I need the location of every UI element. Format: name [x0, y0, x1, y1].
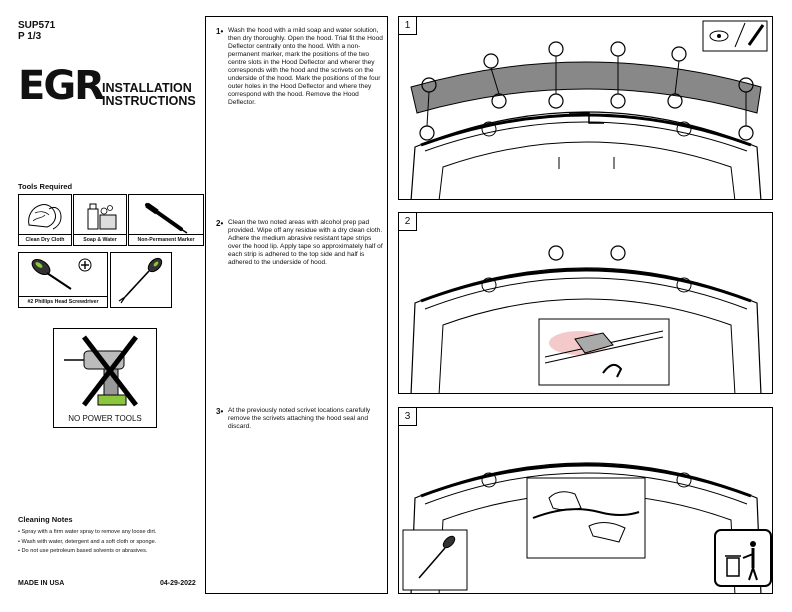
- marker-icon: [747, 24, 765, 46]
- title-line-2: INSTRUCTIONS: [102, 94, 196, 108]
- part-number: SUP571: [18, 20, 56, 31]
- no-power-tools-label: NO POWER TOOLS: [68, 414, 142, 423]
- tool-scrivet-remover: [110, 252, 172, 308]
- tool-soap-water: Soap & Water: [73, 194, 127, 246]
- diagram-panel-2: 2: [398, 212, 773, 394]
- cleaning-notes-title: Cleaning Notes: [18, 515, 73, 524]
- step-text: Wash the hood with a mild soap and water…: [228, 27, 383, 106]
- step-number: 3•: [216, 407, 224, 416]
- power-drill-icon: [64, 335, 138, 407]
- step-text: Clean the two noted areas with alcohol p…: [228, 219, 383, 266]
- made-in-label: MADE IN USA: [18, 580, 65, 587]
- panel-number: 2: [399, 213, 417, 231]
- tool-marker: Non-Permanent Marker: [128, 194, 204, 246]
- brand-logo: EGR INSTALLATION INSTRUCTIONS: [18, 63, 208, 109]
- scrivet-removal-tool-icon: [118, 257, 163, 304]
- marker-icon: [145, 202, 188, 234]
- no-power-tools-notice: NO POWER TOOLS: [53, 328, 157, 428]
- tape-application-diagram: [410, 245, 762, 393]
- cloth-icon: [28, 204, 62, 230]
- soap-water-icon: [87, 203, 117, 230]
- hood-deflector-diagram: [410, 20, 768, 199]
- step-number: 2•: [216, 219, 224, 228]
- revision-date: 04-29-2022: [160, 580, 196, 587]
- tool-label: Clean Dry Cloth: [19, 234, 71, 245]
- scrivet-removal-diagram: [402, 462, 772, 593]
- eye-icon: [709, 30, 729, 42]
- step-text: At the previously noted scrivet location…: [228, 407, 371, 430]
- logo-brand: EGR: [18, 63, 105, 109]
- diagram-panel-3: 3: [398, 407, 773, 594]
- screwdriver-icon: [31, 258, 92, 290]
- title-line-1: INSTALLATION: [102, 81, 192, 95]
- panel-number: 1: [399, 17, 417, 35]
- curved-arrow-icon: [602, 363, 623, 378]
- tool-label: #2 Phillips Head Screwdriver: [19, 296, 107, 307]
- diagram-panel-1: 1: [398, 16, 773, 200]
- page-number: P 1/3: [18, 31, 42, 42]
- cleaning-notes-list: • Spray with a firm water spray to remov…: [18, 528, 156, 557]
- cleaning-note: • Spray with a firm water spray to remov…: [18, 529, 157, 535]
- step-number: 1•: [216, 27, 224, 36]
- tool-label: Non-Permanent Marker: [129, 234, 203, 245]
- tool-clean-dry-cloth: Clean Dry Cloth: [18, 194, 72, 246]
- panel-number: 3: [399, 408, 417, 426]
- tool-label: Soap & Water: [74, 234, 126, 245]
- part-header: SUP571 P 1/3: [18, 20, 55, 42]
- tool-phillips-screwdriver: #2 Phillips Head Screwdriver: [18, 252, 108, 308]
- installation-title: INSTALLATION INSTRUCTIONS: [102, 82, 196, 108]
- instructions-column: 1• Wash the hood with a mild soap and wa…: [205, 16, 388, 594]
- cleaning-note: • Wash with water, detergent and a soft …: [18, 538, 157, 545]
- cleaning-note: • Do not use petroleum based solvents or…: [18, 548, 148, 554]
- tools-title: Tools Required: [18, 182, 73, 191]
